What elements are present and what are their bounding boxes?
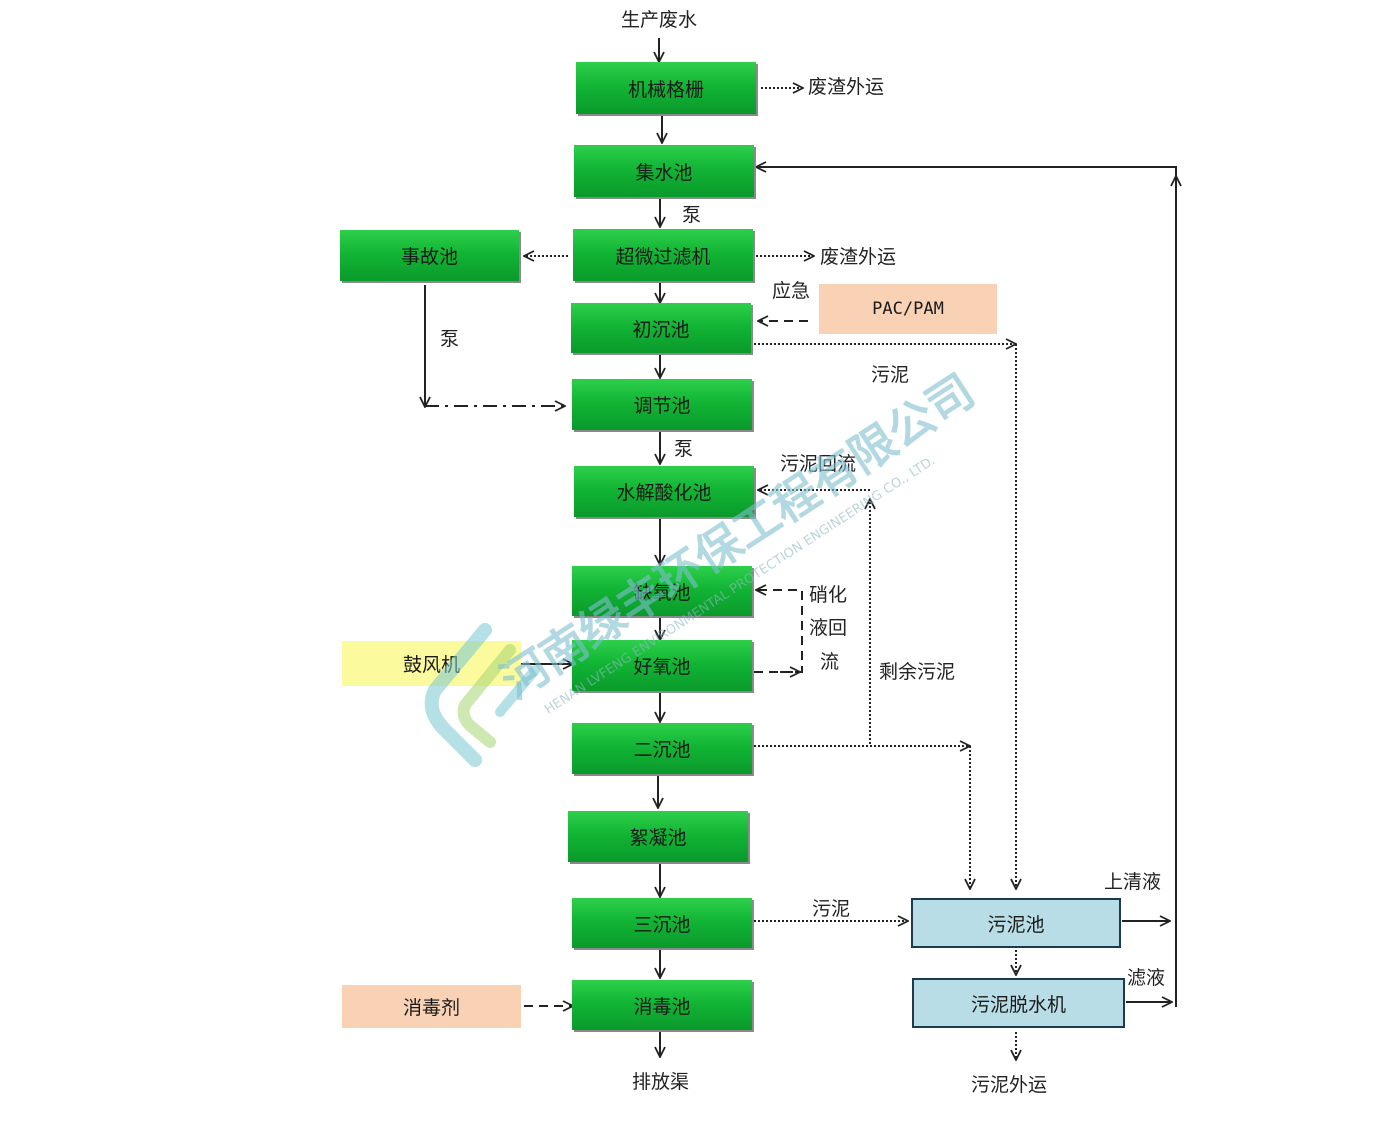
node-tertiary-sed: 三沉池 [572, 898, 752, 948]
node-flocculation: 絮凝池 [568, 811, 748, 862]
node-disinfectant: 消毒剂 [342, 985, 521, 1028]
label-emergency: 应急 [772, 280, 811, 302]
node-equalization: 调节池 [572, 379, 752, 430]
return-line-to-collection [756, 167, 1177, 1007]
label-pump-1: 泵 [682, 204, 702, 226]
label-nitrif-1: 硝化 [809, 584, 848, 606]
label-discharge: 排放渠 [632, 1071, 690, 1093]
node-flocculation-label: 絮凝池 [629, 827, 687, 849]
node-secondary-sed: 二沉池 [572, 723, 752, 774]
label-pump-3: 泵 [674, 438, 694, 460]
node-pac-pam: PAC/PAM [819, 284, 997, 334]
node-anoxic: 缺氧池 [572, 566, 752, 616]
node-secondary-sed-label: 二沉池 [633, 739, 691, 761]
node-blower: 鼓风机 [342, 641, 521, 686]
label-influent: 生产废水 [621, 9, 698, 31]
node-tertiary-sed-label: 三沉池 [633, 913, 691, 936]
label-sludge-2: 污泥 [812, 898, 851, 920]
node-blower-label: 鼓风机 [402, 654, 460, 676]
node-pac-pam-label: PAC/PAM [872, 299, 944, 319]
node-accident-tank-label: 事故池 [400, 246, 458, 268]
label-nitrif-2: 液回 [809, 617, 848, 639]
node-ultrafine-filter-label: 超微过滤机 [615, 245, 711, 268]
label-pump-2: 泵 [440, 328, 460, 350]
label-excess-sludge: 剩余污泥 [879, 661, 956, 683]
node-disinfection-label: 消毒池 [633, 995, 691, 1018]
node-dewatering: 污泥脱水机 [912, 978, 1125, 1028]
node-primary-sed-label: 初沉池 [632, 318, 690, 341]
label-sludge-1: 污泥 [871, 364, 910, 386]
node-disinfection: 消毒池 [572, 980, 752, 1030]
node-aerobic: 好氧池 [572, 640, 752, 691]
node-primary-sed: 初沉池 [571, 303, 751, 353]
node-anoxic-label: 缺氧池 [633, 581, 691, 604]
node-equalization-label: 调节池 [633, 395, 691, 417]
node-sludge-tank-label: 污泥池 [987, 913, 1045, 936]
label-sludge-return: 污泥回流 [780, 453, 857, 475]
label-sludge-out: 污泥外运 [971, 1074, 1048, 1096]
label-slag-out-1: 废渣外运 [808, 76, 885, 98]
nitrification-return [754, 590, 803, 673]
node-hydrolysis-label: 水解酸化池 [616, 482, 712, 504]
node-disinfectant-label: 消毒剂 [402, 997, 460, 1019]
node-dewatering-label: 污泥脱水机 [970, 993, 1066, 1016]
node-screen: 机械格栅 [576, 62, 756, 114]
node-collection-tank-label: 集水池 [635, 161, 693, 184]
node-sludge-tank: 污泥池 [911, 898, 1121, 948]
node-aerobic-label: 好氧池 [633, 656, 691, 678]
node-hydrolysis: 水解酸化池 [574, 466, 754, 517]
node-screen-label: 机械格栅 [627, 78, 704, 101]
node-ultrafine-filter: 超微过滤机 [573, 229, 753, 281]
label-slag-out-2: 废渣外运 [820, 246, 897, 268]
node-collection-tank: 集水池 [574, 145, 754, 197]
label-supernatant: 上清液 [1104, 871, 1162, 893]
label-nitrif-3: 流 [820, 651, 840, 673]
label-filtrate: 滤液 [1127, 967, 1166, 989]
node-accident-tank: 事故池 [340, 230, 519, 281]
